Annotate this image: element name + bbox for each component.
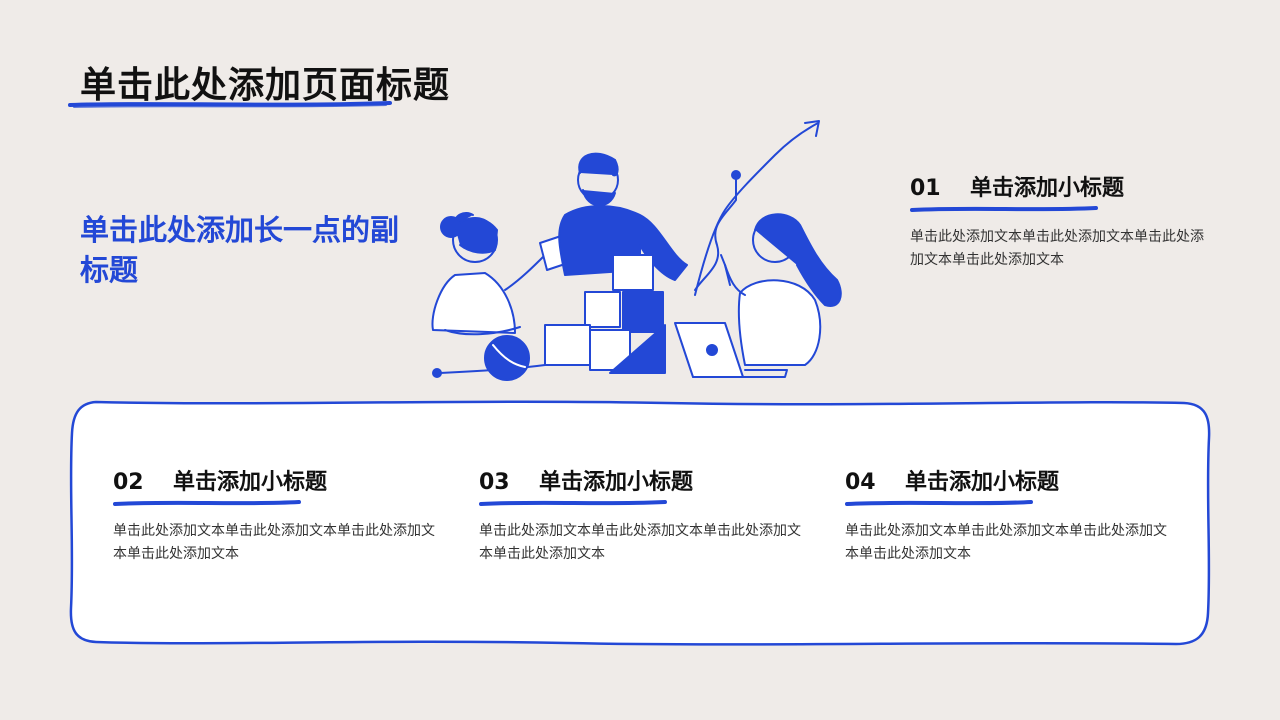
team-collaboration-illustration bbox=[431, 120, 842, 381]
page-title[interactable]: 单击此处添加页面标题 bbox=[80, 65, 451, 106]
section-02: 02 单击添加小标题 单击此处添加文本单击此处添加文本单击此处添加文本单击此处添… bbox=[113, 464, 443, 566]
section-body-text[interactable]: 单击此处添加文本单击此处添加文本单击此处添加文本单击此处添加文本 bbox=[845, 523, 1167, 562]
title-underline-stroke bbox=[68, 101, 392, 108]
section-04: 04 单击添加小标题 单击此处添加文本单击此处添加文本单击此处添加文本单击此处添… bbox=[845, 464, 1175, 566]
section-number[interactable]: 04 bbox=[845, 470, 876, 495]
section-underline-stroke bbox=[845, 500, 1033, 506]
section-title[interactable]: 单击添加小标题 bbox=[173, 470, 328, 495]
section-body-text[interactable]: 单击此处添加文本单击此处添加文本单击此处添加文本单击此处添加文本 bbox=[113, 523, 435, 562]
section-03: 03 单击添加小标题 单击此处添加文本单击此处添加文本单击此处添加文本单击此处添… bbox=[479, 464, 809, 566]
section-title[interactable]: 单击添加小标题 bbox=[905, 470, 1060, 495]
page-subtitle[interactable]: 单击此处添加长一点的副标题 bbox=[80, 213, 400, 287]
section-underline-stroke bbox=[479, 500, 667, 506]
section-number[interactable]: 01 bbox=[910, 176, 941, 201]
section-number[interactable]: 02 bbox=[113, 470, 144, 495]
section-underline-stroke bbox=[113, 500, 301, 506]
section-title[interactable]: 单击添加小标题 bbox=[970, 176, 1125, 201]
section-01: 01 单击添加小标题 单击此处添加文本单击此处添加文本单击此处添加文本单击此处添… bbox=[910, 170, 1210, 272]
section-title[interactable]: 单击添加小标题 bbox=[539, 470, 694, 495]
section-number[interactable]: 03 bbox=[479, 470, 510, 495]
content-card bbox=[69, 400, 1211, 646]
section-underline-stroke bbox=[910, 206, 1098, 212]
section-body-text[interactable]: 单击此处添加文本单击此处添加文本单击此处添加文本单击此处添加文本 bbox=[479, 523, 801, 562]
section-body-text[interactable]: 单击此处添加文本单击此处添加文本单击此处添加文本单击此处添加文本 bbox=[910, 229, 1204, 268]
